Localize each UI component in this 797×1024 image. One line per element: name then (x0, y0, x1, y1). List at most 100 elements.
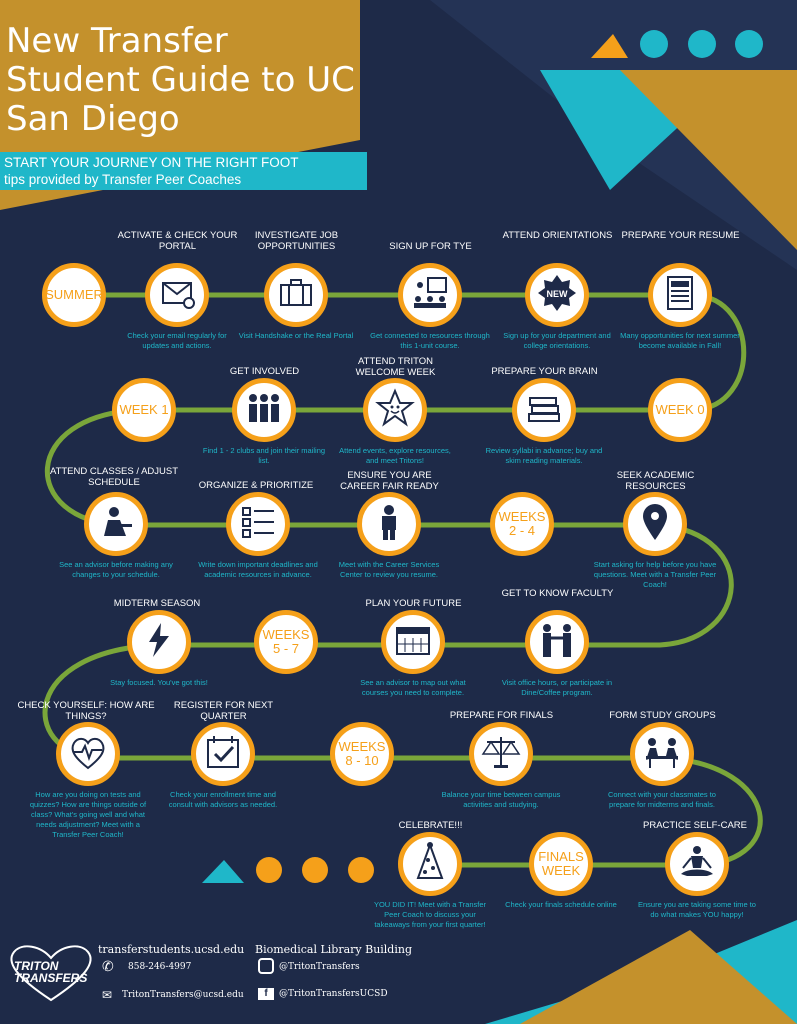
step-node-organize (226, 492, 290, 556)
step-description: YOU DID IT! Meet with a Transfer Peer Co… (373, 900, 487, 929)
step-node-selfcare (665, 832, 729, 896)
dot-decoration (256, 857, 282, 883)
dot-decoration (302, 857, 328, 883)
step-label: ACTIVATE & CHECK YOUR PORTAL (117, 230, 238, 252)
step-label: SEEK ACADEMIC RESOURCES (616, 470, 695, 492)
step-node-welcome (363, 378, 427, 442)
step-node-groups (630, 722, 694, 786)
scale-icon (481, 732, 521, 777)
triton-transfers-logo (10, 945, 92, 1002)
facebook-handle[interactable]: @TritonTransfersUCSD (279, 989, 388, 999)
step-description: Attend events, explore resources, and me… (339, 446, 451, 465)
businessperson-icon (369, 502, 409, 547)
briefcase-icon (276, 273, 316, 318)
step-label: CHECK YOURSELF: HOW ARE THINGS? (17, 700, 155, 722)
email-address[interactable]: TritonTransfers@ucsd.edu (122, 990, 244, 1000)
step-label: GET TO KNOW FACULTY (501, 588, 614, 599)
party-hat-icon (410, 841, 450, 887)
step-description: Meet with the Career Services Center to … (338, 560, 440, 579)
step-description: Balance your time between campus activit… (441, 790, 561, 809)
step-label: GET INVOLVED (229, 366, 300, 377)
step-description: Check your email regularly for updates a… (127, 331, 227, 350)
step-label: PLAN YOUR FUTURE (365, 598, 462, 609)
email-icon (157, 273, 197, 318)
dot-decoration (735, 30, 763, 58)
svg-text:NEW: NEW (547, 289, 569, 299)
phone-number[interactable]: 858-246-4997 (128, 962, 192, 972)
step-node-checkyou (56, 722, 120, 786)
resume-icon (660, 273, 700, 318)
step-node-orient: NEW (525, 263, 589, 327)
step-marker-text: SUMMER (45, 287, 103, 302)
step-node-brain (512, 378, 576, 442)
step-description: How are you doing on tests and quizzes? … (29, 790, 147, 839)
step-node-weeks24: WEEKS 2 - 4 (490, 492, 554, 556)
step-label: FORM STUDY GROUPS (609, 710, 716, 721)
step-node-academic (623, 492, 687, 556)
step-node-weeks57: WEEKS 5 - 7 (254, 610, 318, 674)
step-node-resume (648, 263, 712, 327)
facebook-icon: f (258, 988, 274, 1000)
dot-decoration (688, 30, 716, 58)
step-marker-text: WEEKS 2 - 4 (498, 509, 546, 538)
step-marker-text: WEEKS 5 - 7 (262, 627, 310, 656)
step-node-classes (84, 492, 148, 556)
subtitle-banner: START YOUR JOURNEY ON THE RIGHT FOOT tip… (0, 152, 367, 190)
step-description: Start asking for help before you have qu… (593, 560, 717, 589)
step-node-finals (469, 722, 533, 786)
presentation-icon (410, 273, 450, 318)
location-pin-icon (635, 502, 675, 547)
step-description: See an advisor to map out what courses y… (360, 678, 466, 697)
step-description: Find 1 - 2 clubs and join their mailing … (202, 446, 326, 465)
dot-decoration (640, 30, 668, 58)
step-node-midterm (127, 610, 191, 674)
step-label: PREPARE YOUR BRAIN (491, 366, 598, 377)
step-label: ATTEND CLASSES / ADJUST SCHEDULE (49, 466, 179, 488)
handshake-icon (537, 620, 577, 665)
step-label: PREPARE YOUR RESUME (621, 230, 740, 241)
step-label: ATTEND TRITON WELCOME WEEK (355, 356, 436, 378)
instagram-icon (258, 958, 274, 974)
logo-text: TRITON TRANSFERS (14, 959, 88, 985)
step-description: See an advisor before making any changes… (59, 560, 173, 579)
step-description: Many opportunities for next summer becom… (620, 331, 740, 350)
calendar-icon (393, 620, 433, 665)
step-node-finalsweek: FINALS WEEK (529, 832, 593, 896)
group-icon (244, 388, 284, 433)
step-description: Visit Handshake or the Real Portal (238, 331, 354, 340)
phone-icon: ✆ (102, 958, 114, 974)
step-node-career (357, 492, 421, 556)
step-label: PRACTICE SELF-CARE (643, 820, 747, 831)
step-node-week0: WEEK 0 (648, 378, 712, 442)
email-icon: ✉ (102, 988, 113, 1002)
step-marker-text: WEEK 0 (655, 402, 705, 417)
step-node-portal (145, 263, 209, 327)
step-label: CELEBRATE!!! (398, 820, 463, 831)
step-description: Check your finals schedule online (505, 900, 617, 909)
step-description: Ensure you are taking some time to do wh… (638, 900, 756, 919)
step-label: INVESTIGATE JOB OPPORTUNITIES (254, 230, 339, 252)
star-icon (375, 387, 415, 433)
step-description: Stay focused. You've got this! (110, 678, 208, 687)
subtitle-line-1: START YOUR JOURNEY ON THE RIGHT FOOT (4, 155, 299, 170)
step-label: ORGANIZE & PRIORITIZE (198, 480, 314, 491)
step-label: MIDTERM SEASON (113, 598, 201, 609)
step-label: REGISTER FOR NEXT QUARTER (173, 700, 274, 722)
website-link[interactable]: transferstudents.ucsd.edu (98, 943, 245, 956)
dot-decoration (348, 857, 374, 883)
step-label: SIGN UP FOR TYE (389, 241, 472, 252)
step-marker-text: WEEK 1 (119, 402, 169, 417)
step-node-weeks810: WEEKS 8 - 10 (330, 722, 394, 786)
step-node-involved (232, 378, 296, 442)
calendar-check-icon (203, 732, 243, 777)
meditation-icon (677, 842, 717, 887)
step-label: ATTEND ORIENTATIONS (502, 230, 613, 241)
step-description: Visit office hours, or participate in Di… (501, 678, 613, 697)
books-icon (524, 388, 564, 433)
page-title: New Transfer Student Guide to UC San Die… (6, 21, 355, 139)
step-node-job (264, 263, 328, 327)
instagram-handle[interactable]: @TritonTransfers (279, 962, 360, 972)
step-node-faculty (525, 610, 589, 674)
step-node-future (381, 610, 445, 674)
